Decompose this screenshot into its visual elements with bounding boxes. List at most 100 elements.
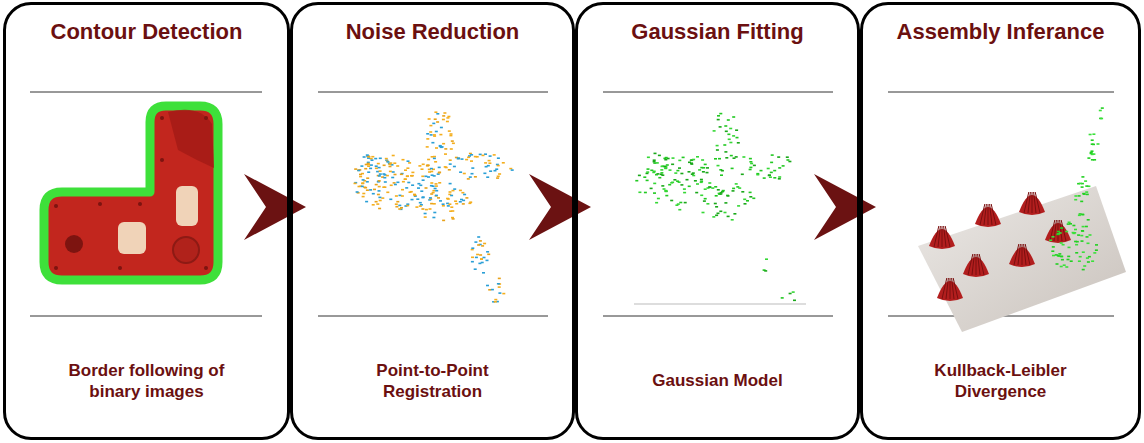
- cloud-point: [696, 156, 699, 158]
- cone-stripe: [1018, 244, 1020, 265]
- cloud-point: [668, 184, 671, 186]
- cloud-point: [732, 190, 735, 192]
- cloud-point: [746, 200, 749, 202]
- cone-stripe: [1032, 192, 1033, 213]
- cloud-point: [656, 162, 659, 164]
- cloud-point: [480, 258, 483, 260]
- cloud-point: [1065, 266, 1068, 268]
- cloud-point: [657, 198, 660, 200]
- cloud-point: [1081, 214, 1084, 216]
- cloud-point: [476, 156, 479, 158]
- cloud-point: [635, 180, 638, 182]
- cloud-point: [487, 254, 490, 256]
- cloud-point: [417, 183, 420, 185]
- cloud-point: [1078, 260, 1081, 262]
- cloud-point: [377, 181, 380, 183]
- cloud-point: [446, 121, 449, 123]
- cloud-point: [692, 159, 695, 161]
- cloud-point: [1100, 118, 1103, 120]
- cloud-point: [674, 172, 677, 174]
- cloud-point: [749, 192, 752, 194]
- cloud-point: [702, 171, 705, 173]
- cloud-point: [427, 176, 430, 178]
- cloud-point: [665, 157, 668, 159]
- cloud-point: [487, 165, 490, 167]
- cloud-point: [497, 176, 500, 178]
- cloud-point: [735, 129, 738, 131]
- cloud-point: [1052, 246, 1055, 248]
- cloud-point: [1086, 236, 1089, 238]
- cloud-point: [1058, 253, 1061, 255]
- cloud-point: [354, 182, 357, 184]
- cloud-point: [1051, 250, 1054, 252]
- cone-stripe: [988, 204, 989, 225]
- cloud-point: [778, 178, 781, 180]
- cloud-point: [467, 157, 470, 159]
- cloud-point: [461, 158, 464, 160]
- cloud-point: [717, 119, 720, 121]
- cloud-point: [434, 111, 437, 113]
- cloud-point: [700, 181, 703, 183]
- cone-stripe: [945, 226, 950, 247]
- cloud-point: [486, 260, 489, 262]
- cloud-point: [435, 131, 438, 133]
- cloud-point: [742, 156, 745, 158]
- stage-panel: Gaussian FittingGaussian Model: [575, 2, 860, 440]
- cloud-point: [378, 175, 381, 177]
- cloud-point: [364, 168, 367, 170]
- cloud-point: [402, 159, 405, 161]
- cloud-point: [427, 165, 430, 167]
- cloud-point: [451, 140, 454, 142]
- cloud-point: [1052, 255, 1055, 257]
- cloud-point: [653, 161, 656, 163]
- separator-lines: [30, 92, 1114, 316]
- cloud-point: [369, 168, 372, 170]
- cloud-point: [729, 128, 732, 130]
- cloud-point: [752, 198, 755, 200]
- cloud-point: [418, 165, 421, 167]
- cloud-point: [365, 164, 368, 166]
- cloud-point: [684, 202, 687, 204]
- cloud-point: [366, 189, 369, 191]
- cloud-point: [357, 192, 360, 194]
- cloud-point: [448, 130, 451, 132]
- cloud-point: [723, 144, 726, 146]
- cloud-point: [664, 190, 667, 192]
- cloud-point: [444, 166, 447, 168]
- cloud-point: [463, 194, 466, 196]
- cloud-point: [379, 158, 382, 160]
- cone-stripe: [1028, 192, 1030, 213]
- cloud-point: [361, 186, 364, 188]
- cloud-point: [459, 171, 462, 173]
- cloud-point: [357, 170, 360, 172]
- cloud-point: [431, 174, 434, 176]
- cloud-point: [722, 190, 725, 192]
- cloud-point: [1057, 255, 1060, 257]
- cloud-point: [437, 197, 440, 199]
- cloud-point: [1079, 183, 1082, 185]
- cone-stripe: [938, 226, 940, 247]
- cloud-point: [372, 193, 375, 195]
- cloud-point: [369, 189, 372, 191]
- cloud-point: [1091, 154, 1094, 156]
- heading-row: Noise Reduction: [293, 19, 572, 45]
- cloud-point: [647, 157, 650, 159]
- cloud-point: [665, 191, 668, 193]
- cloud-point: [778, 176, 781, 178]
- cloud-point: [665, 190, 668, 192]
- cloud-point: [413, 194, 416, 196]
- cloud-point: [771, 154, 774, 156]
- cloud-point: [720, 174, 723, 176]
- cloud-point: [442, 220, 445, 222]
- cloud-point: [421, 168, 424, 170]
- cloud-point: [360, 165, 363, 167]
- cloud-point: [432, 123, 435, 125]
- cloud-point: [663, 188, 666, 190]
- stage-title: Assembly Inferance: [897, 19, 1105, 44]
- cloud-point: [411, 199, 414, 201]
- cloud-point: [664, 159, 667, 161]
- stage-panel: Contour DetectionBorder following of bin…: [3, 2, 290, 440]
- cloud-point: [678, 160, 681, 162]
- cloud-point: [428, 199, 431, 201]
- cloud-point: [381, 197, 384, 199]
